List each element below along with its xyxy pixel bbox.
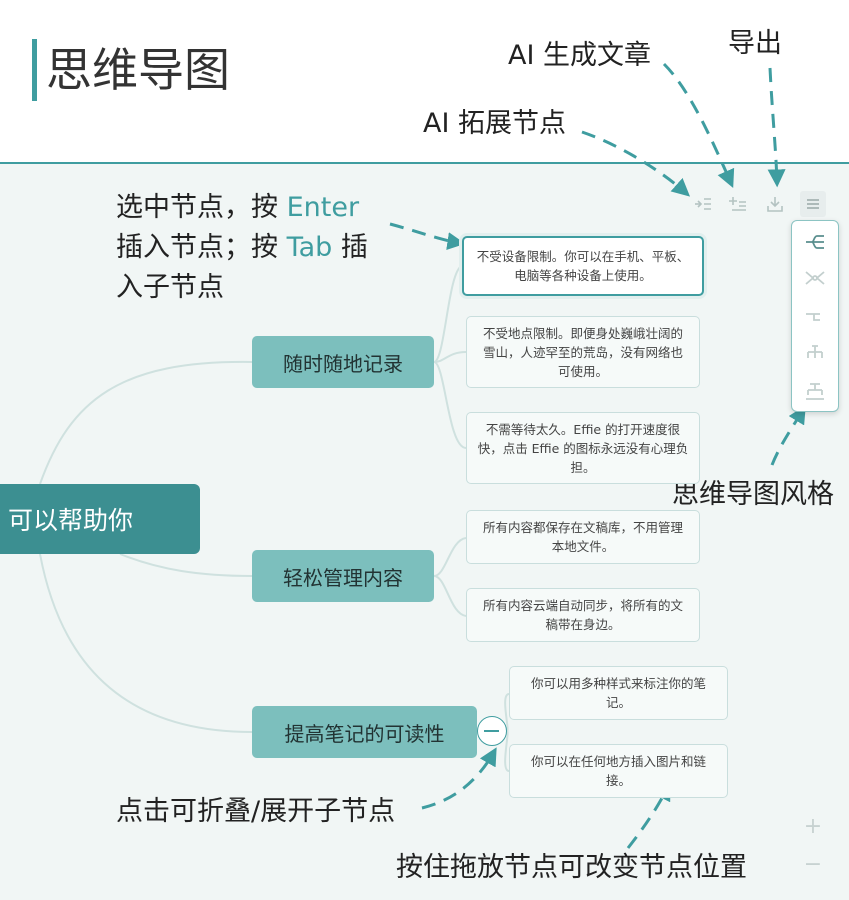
title-accent-bar (32, 39, 37, 101)
tab-key-label: Tab (286, 232, 333, 263)
ai-article-icon[interactable] (725, 191, 751, 217)
style-logic-icon[interactable] (802, 303, 828, 329)
mindmap-style-panel (791, 220, 839, 412)
menu-icon[interactable] (800, 191, 826, 217)
annotation-ai-expand: AI 拓展节点 (423, 108, 567, 139)
leaf-node-selected[interactable]: 不受设备限制。你可以在手机、平板、电脑等各种设备上使用。 (462, 236, 704, 296)
annotation-drag: 按住拖放节点可改变节点位置 (396, 852, 747, 883)
annotation-ai-article: AI 生成文章 (508, 40, 652, 71)
zoom-out-button[interactable]: − (803, 852, 823, 877)
branch-node-readability[interactable]: 提高笔记的可读性 (252, 706, 477, 758)
leaf-node[interactable]: 所有内容都保存在文稿库，不用管理本地文件。 (466, 510, 700, 564)
root-node[interactable]: 可以帮助你 (0, 484, 200, 554)
export-icon[interactable] (762, 191, 788, 217)
leaf-node[interactable]: 你可以用多种样式来标注你的笔记。 (509, 666, 728, 720)
zoom-in-button[interactable]: + (803, 814, 823, 839)
leaf-node[interactable]: 你可以在任何地方插入图片和链接。 (509, 744, 728, 798)
leaf-node[interactable]: 不需等待太久。Effie 的打开速度很快，点击 Effie 的图标永远没有心理负… (466, 412, 700, 484)
style-tree-down-icon[interactable] (802, 379, 828, 405)
style-balanced-icon[interactable] (802, 265, 828, 291)
branch-node-manage[interactable]: 轻松管理内容 (252, 550, 434, 602)
annotation-enter-line-3: 入子节点 (116, 272, 224, 303)
style-org-chart-icon[interactable] (802, 341, 828, 367)
collapse-toggle-button[interactable] (477, 716, 507, 746)
annotation-enter-line-2: 插入节点；按 Tab 插 (116, 232, 368, 263)
header-divider (0, 162, 849, 164)
leaf-node[interactable]: 不受地点限制。即便身处巍峨壮阔的雪山，人迹罕至的荒岛，没有网络也可使用。 (466, 316, 700, 388)
enter-key-label: Enter (286, 192, 360, 223)
annotation-mindmap-style: 思维导图风格 (672, 479, 834, 510)
page-title: 思维导图 (46, 43, 230, 97)
annotation-collapse: 点击可折叠/展开子节点 (116, 796, 396, 827)
style-right-tree-icon[interactable] (802, 229, 828, 255)
leaf-node[interactable]: 所有内容云端自动同步，将所有的文稿带在身边。 (466, 588, 700, 642)
ai-expand-icon[interactable] (690, 191, 716, 217)
branch-node-record[interactable]: 随时随地记录 (252, 336, 434, 388)
annotation-export: 导出 (728, 28, 782, 59)
annotation-enter-line-1: 选中节点，按 Enter (116, 192, 360, 223)
